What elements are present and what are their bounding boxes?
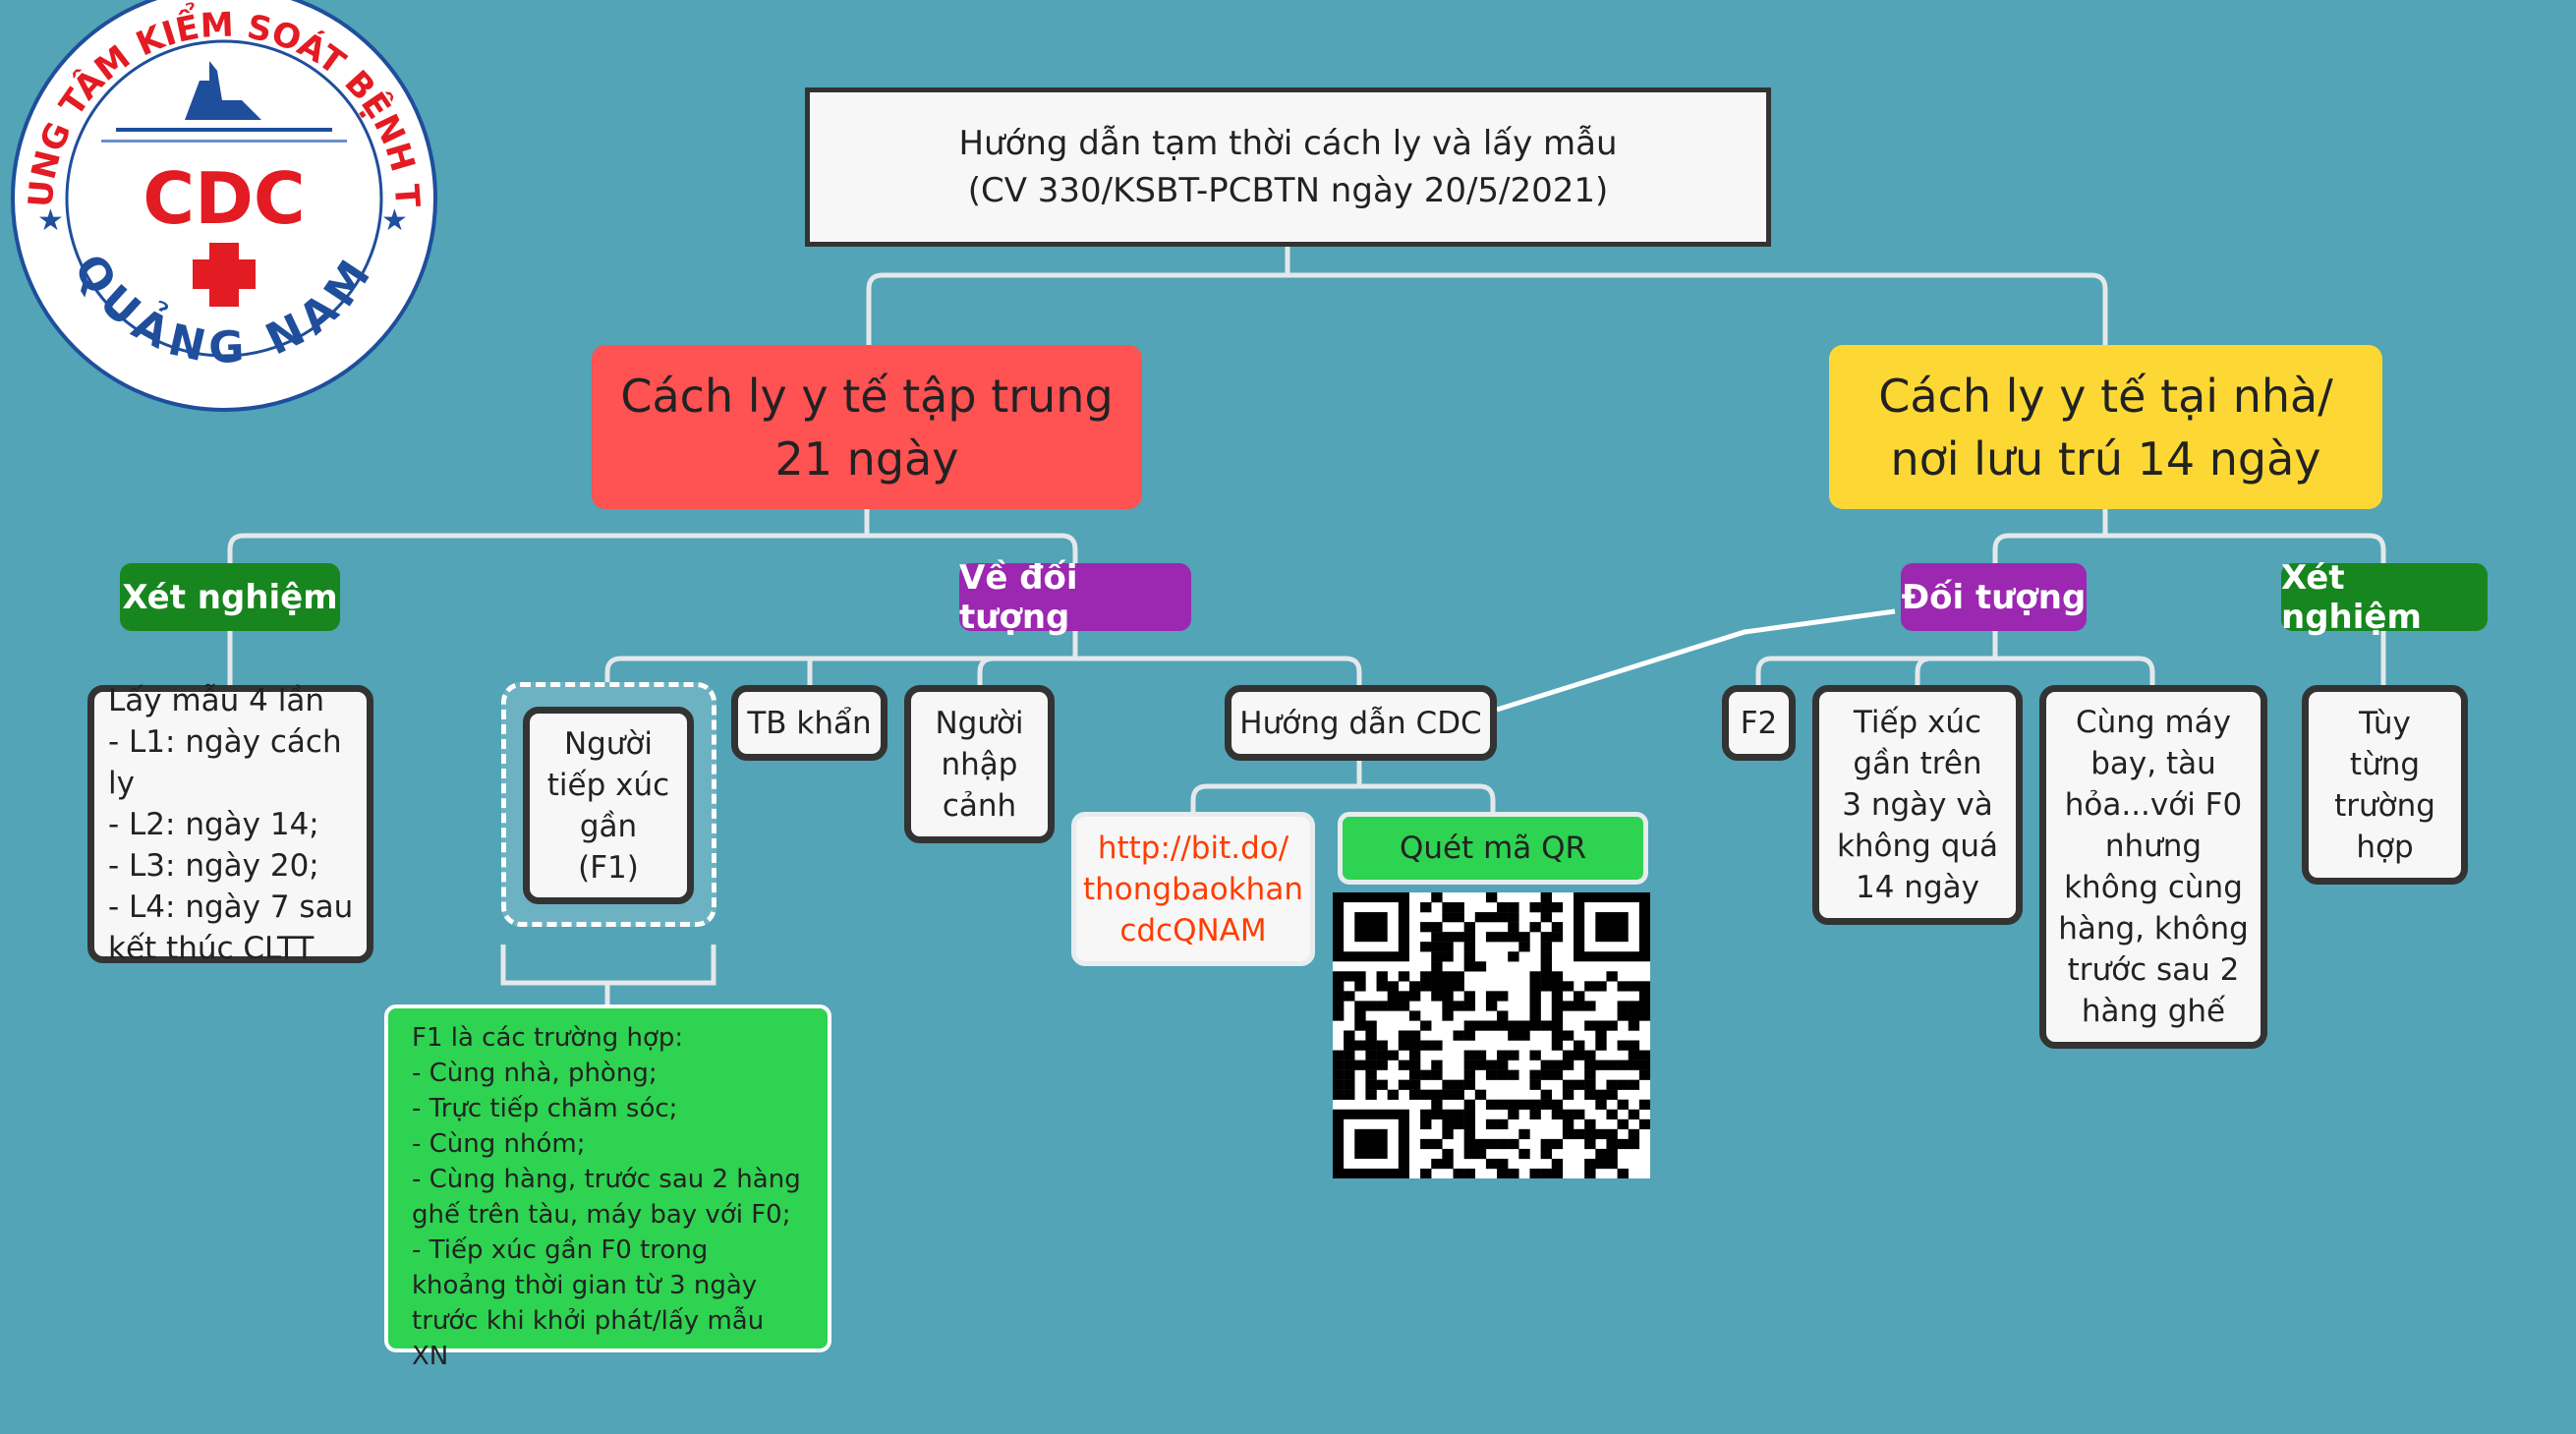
home-quarantine-node: Cách ly y tế tại nhà/ nơi lưu trú 14 ngà… — [1829, 345, 2382, 509]
f1-contact-box: Người tiếp xúc gần (F1) — [523, 707, 694, 904]
cdc-guidance-box: Hướng dẫn CDC — [1225, 685, 1497, 761]
qr-code-image[interactable] — [1333, 892, 1650, 1178]
svg-text:★: ★ — [381, 203, 408, 238]
tb-khan-box: TB khẩn — [731, 685, 887, 761]
same-flight-box: Cùng máy bay, tàu hỏa...với F0 nhưng khô… — [2039, 685, 2267, 1049]
title-line-1: Hướng dẫn tạm thời cách ly và lấy mẫu — [958, 124, 1618, 163]
qr-label: Quét mã QR — [1338, 812, 1648, 885]
left-testing-tag: Xét nghiệm — [120, 563, 340, 631]
cdc-link[interactable]: http://bit.do/ thongbaokhan cdcQNAM — [1071, 812, 1315, 966]
title-line-2: (CV 330/KSBT-PCBTN ngày 20/5/2021) — [967, 171, 1609, 210]
immigrant-box: Người nhập cảnh — [904, 685, 1055, 843]
case-by-case-box: Tùy từng trường hợp — [2302, 685, 2468, 885]
f2-box: F2 — [1722, 685, 1796, 761]
svg-text:★: ★ — [37, 203, 64, 238]
f1-definition-note: F1 là các trường hợp: - Cùng nhà, phòng;… — [384, 1004, 831, 1371]
right-subjects-tag: Đối tượng — [1901, 563, 2087, 631]
close-contact-box: Tiếp xúc gần trên 3 ngày và không quá 14… — [1812, 685, 2023, 925]
central-quarantine-node: Cách ly y tế tập trung 21 ngày — [592, 345, 1142, 509]
sampling-schedule-box: Lấy mẫu 4 lần - L1: ngày cách ly - L2: n… — [87, 683, 373, 966]
svg-text:CDC: CDC — [143, 157, 305, 240]
cdc-logo: TRUNG TÂM KIỂM SOÁT BỆNH TẬT QUẢNG NAM C… — [0, 0, 440, 415]
left-subjects-tag: Về đối tượng — [959, 558, 1191, 637]
document-title: Hướng dẫn tạm thời cách ly và lấy mẫu (C… — [805, 87, 1771, 247]
right-testing-tag: Xét nghiệm — [2281, 558, 2488, 637]
